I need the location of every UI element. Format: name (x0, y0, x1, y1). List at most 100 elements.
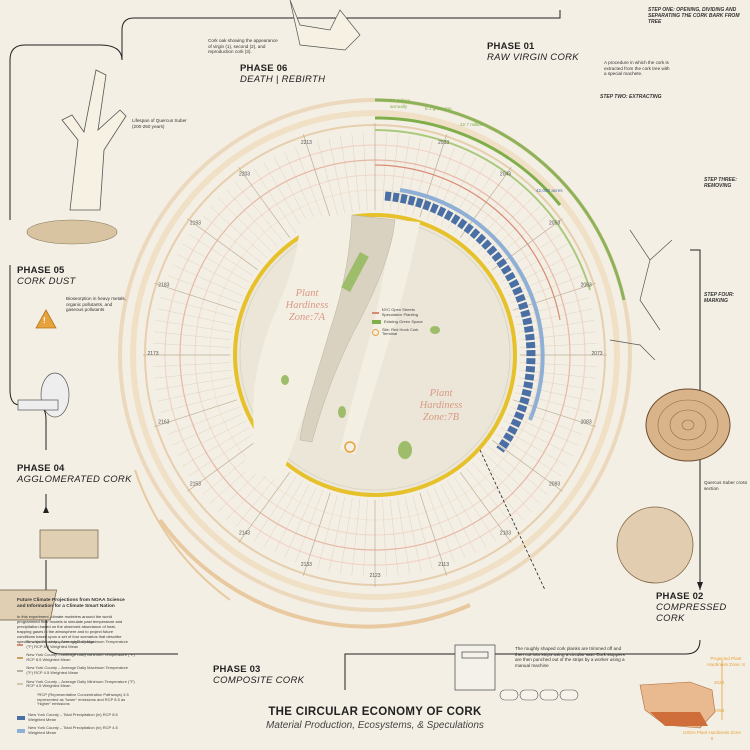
phase-03-name: COMPOSITE CORK (213, 675, 305, 686)
outer-arc-green (374, 98, 626, 301)
procedure-note: A procedure in which the cork is extract… (604, 60, 670, 77)
park-2 (398, 441, 412, 459)
radial-line (157, 308, 234, 326)
radial-line (295, 490, 324, 563)
radial-line (382, 133, 387, 211)
year-label: 2033 (438, 140, 449, 146)
year-label: 2193 (190, 221, 201, 227)
step-three: STEP THREE: REMOVING (704, 177, 737, 189)
radial-line (382, 499, 387, 577)
radial-line (302, 492, 331, 576)
radial-line (274, 157, 310, 226)
climate-body: In this experiment, climate modelers aro… (17, 614, 123, 644)
green-arc-2 (374, 129, 591, 291)
year-label: 2043 (500, 171, 511, 177)
radial-line (317, 495, 338, 570)
year-label: 2063 (581, 282, 592, 288)
radial-line (302, 134, 331, 218)
flow-arrow-up (43, 506, 49, 513)
poster-subtitle: Material Production, Ecosystems, & Specu… (266, 720, 484, 731)
hudson-river (240, 215, 352, 480)
planks-note: The roughly shaped cork planks are trimm… (515, 646, 625, 669)
year-label: 2093 (549, 481, 560, 487)
bottom-arc-1 (158, 518, 471, 629)
radial-line (209, 206, 268, 259)
radial-line (504, 420, 573, 456)
radial-line (263, 162, 303, 230)
radial-line (177, 420, 246, 456)
radial-line (238, 472, 291, 543)
radial-line (487, 446, 548, 495)
usda-year-2: 2053 (714, 708, 725, 713)
tree-sketch-icon (61, 69, 127, 211)
phase-04-number: PHASE 04 (17, 463, 65, 474)
radial-line (154, 369, 231, 379)
radial-line (433, 487, 466, 558)
cork-stoppers-icon (499, 689, 579, 701)
poster-title: THE CIRCULAR ECONOMY OF CORK (268, 706, 482, 718)
radial-line (284, 152, 317, 223)
radial-line (172, 413, 243, 446)
radial-line (466, 467, 515, 528)
annotation-dashed-line (479, 449, 546, 591)
radial-line (340, 498, 353, 575)
climate-legend-4: New York County – Average Daily Minimum … (17, 679, 135, 689)
legend-open-streets: NYC Open Streets Speculative Planting (372, 307, 434, 317)
phase-02-name: COMPRESSED CORK (656, 602, 727, 624)
usda-map-south (650, 712, 708, 726)
ring-value-1: 13 dollars annually (390, 98, 410, 109)
radial-line (440, 484, 476, 553)
year-label: 2173 (147, 351, 158, 357)
step-four: STEP FOUR: MARKING (704, 292, 735, 304)
year-label: 2213 (301, 140, 312, 146)
park-4 (281, 375, 289, 385)
precip-legend-1: New York County – Total Precipitation (i… (17, 712, 135, 722)
rcp-note: *RCP (Representative Concentration Pathw… (37, 691, 129, 707)
year-label: 2133 (301, 562, 312, 568)
climate-legend: New York County – Average Daily Maximum … (17, 639, 135, 736)
phase-04-name: AGGLOMERATED CORK (17, 474, 132, 485)
radial-line (404, 137, 422, 214)
map-legend: NYC Open Streets Speculative Planting Ex… (372, 307, 434, 337)
grinder-icon (17, 372, 70, 418)
radial-line (397, 498, 410, 575)
radial-line (389, 134, 399, 211)
radial-line (363, 499, 368, 577)
radial-line (351, 134, 361, 211)
radial-line (177, 254, 246, 290)
phase-03-number: PHASE 03 (213, 664, 261, 675)
bottom-arc-2 (134, 469, 231, 601)
step-two: STEP TWO: EXTRACTING (600, 94, 662, 100)
site-marker (344, 441, 356, 453)
radial-line (317, 140, 338, 215)
ring-band-1 (130, 110, 620, 600)
radial-line (217, 197, 273, 253)
phase-06-number: PHASE 06 (240, 63, 288, 74)
radial-line (187, 439, 258, 492)
central-park (341, 251, 369, 293)
radial-line (363, 133, 368, 211)
usda-top-label: Projected Plant Hardiness Zone: 8 (707, 656, 745, 667)
manhattan-island (299, 214, 396, 443)
radial-line (253, 476, 297, 542)
usda-bottom-label: USDA Plant Hardiness Zone 8 (683, 730, 741, 741)
radial-line (154, 282, 238, 311)
radial-line (412, 140, 433, 215)
ring-value-4: 42,000 acres (536, 188, 563, 193)
radial-line (274, 484, 310, 553)
absorption-note: Bioseorption in heavy metals, organic po… (66, 296, 127, 313)
radial-line (328, 496, 346, 573)
legend-site: Site: Red Hook Cork Terminal (372, 327, 434, 337)
radial-line (154, 399, 238, 428)
radial-line (507, 413, 578, 446)
phase-01-name: RAW VIRGIN CORK (487, 52, 579, 63)
year-label: 2163 (158, 420, 169, 426)
radial-line (389, 499, 399, 576)
radial-line (155, 377, 232, 390)
climate-legend-1: New York County – Average Daily Maximum … (17, 639, 135, 649)
radial-line (340, 135, 353, 212)
radial-line (235, 182, 284, 243)
lifespan-note: Lifespan of Quercus Suber (200-250 years… (132, 118, 187, 129)
agglomerated-cork-icon (0, 529, 99, 621)
